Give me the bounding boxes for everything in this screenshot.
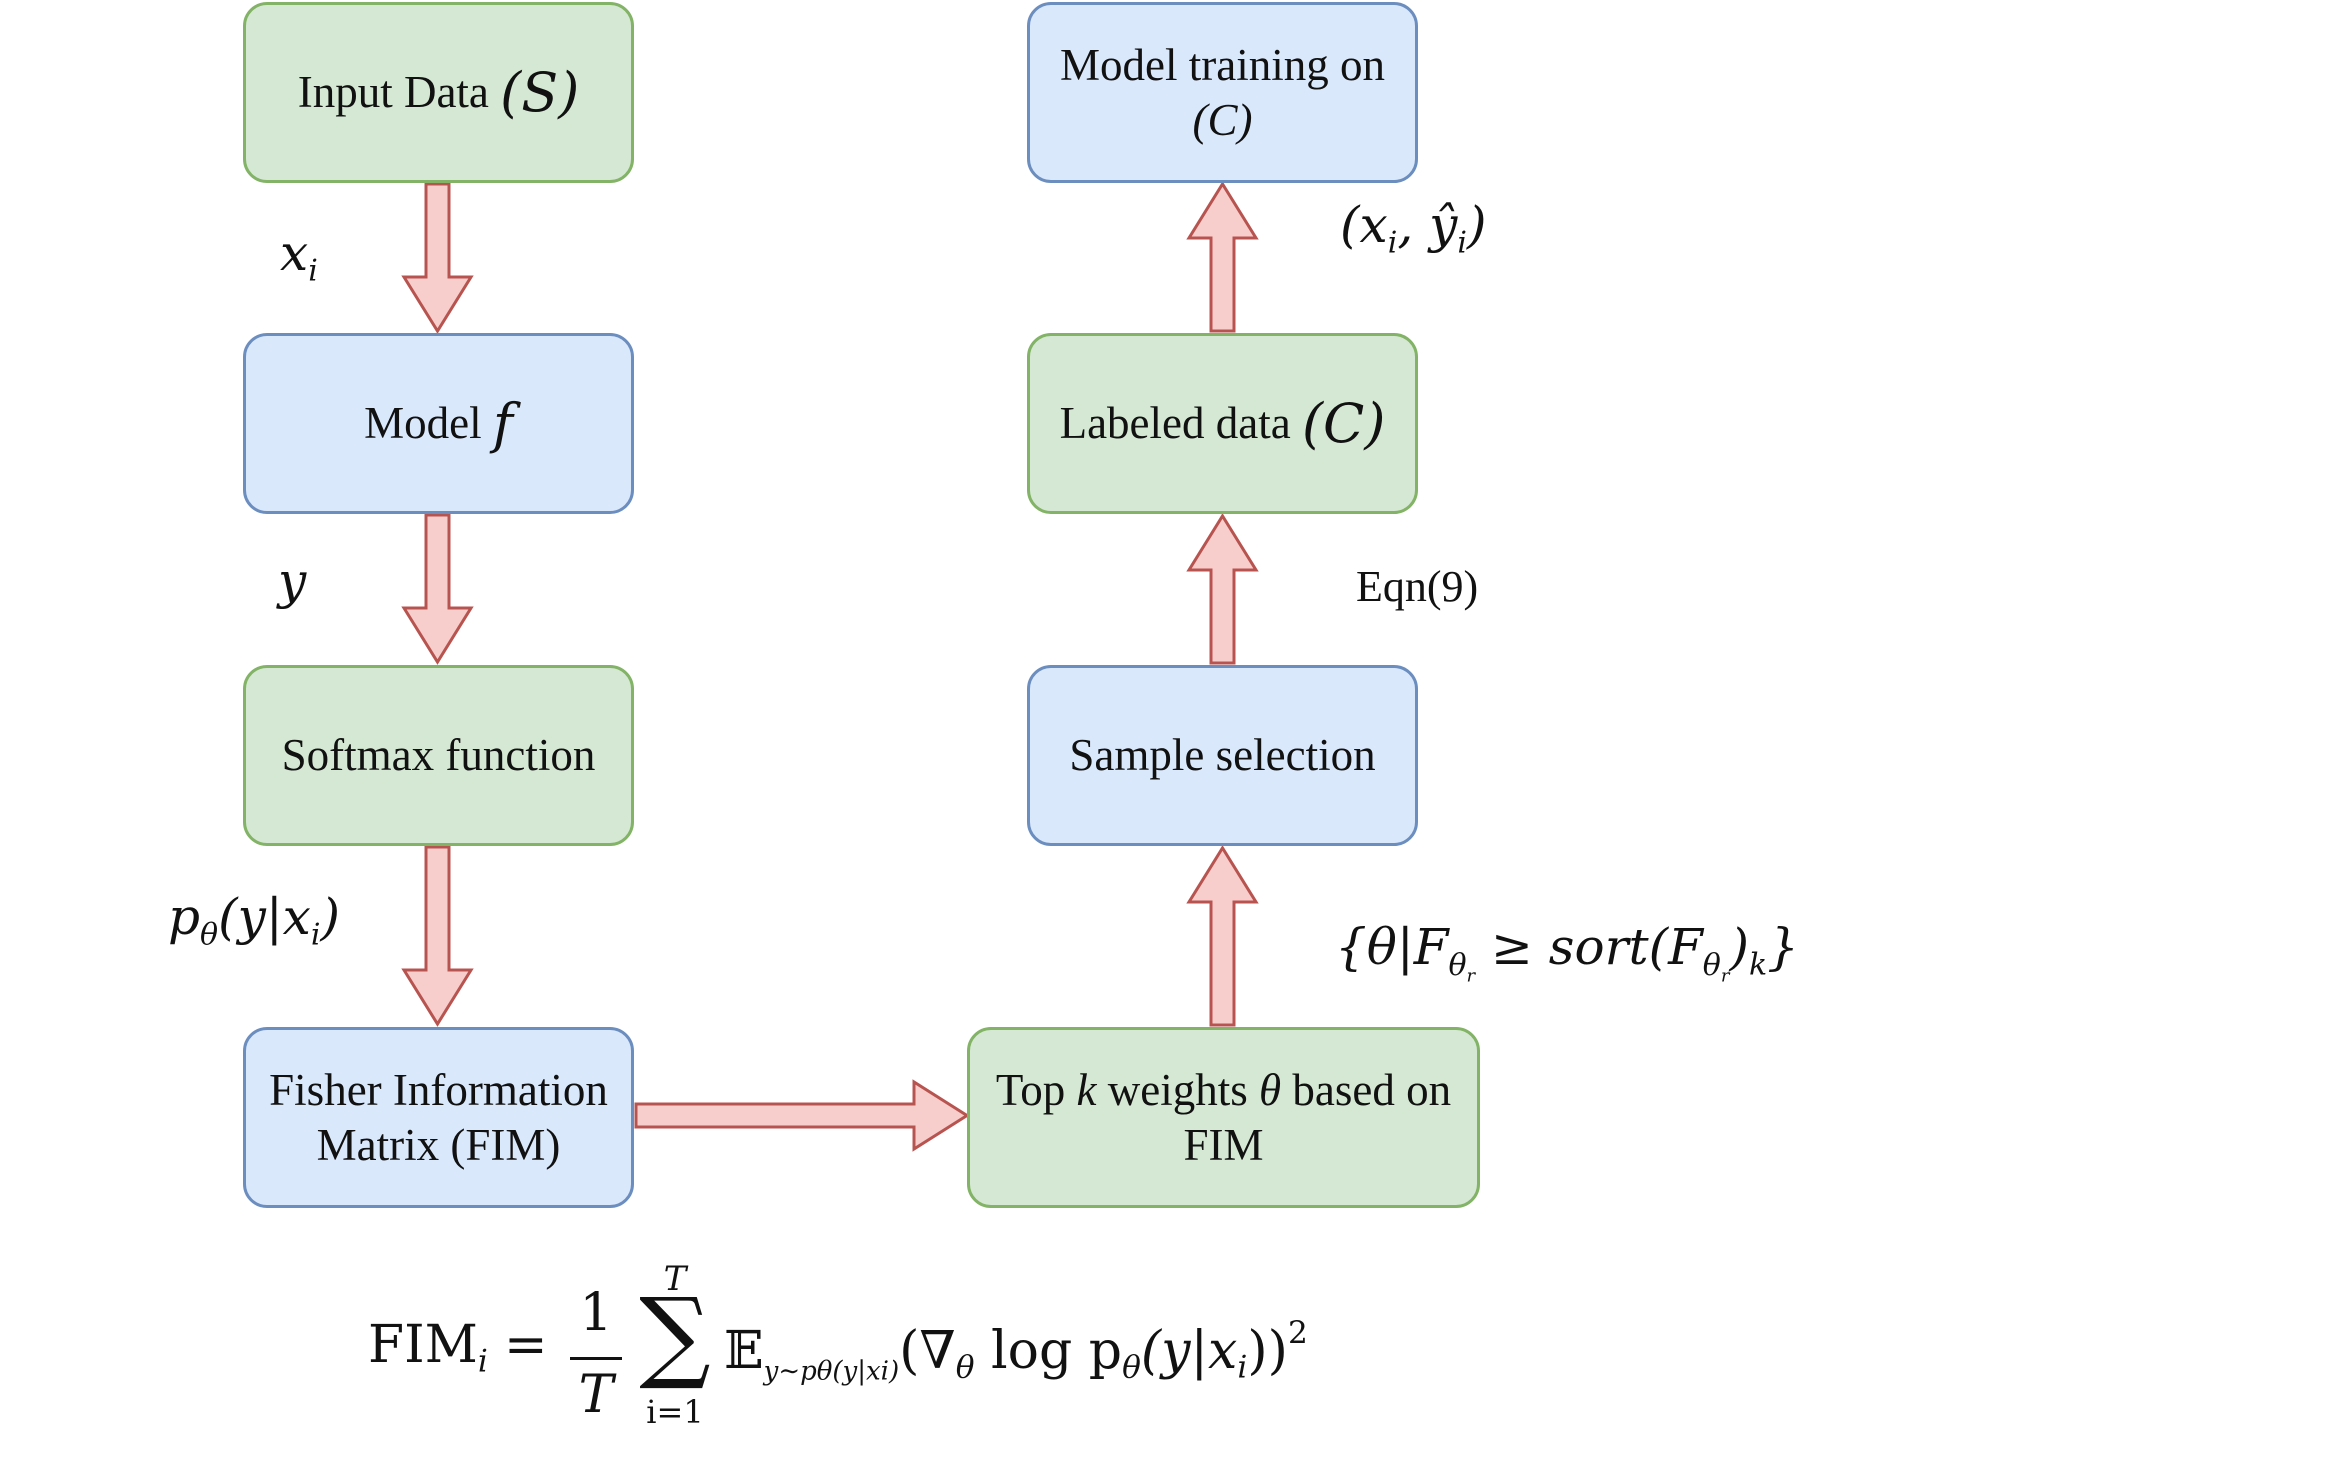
eq-lhs-text: FIM <box>368 1315 478 1375</box>
top-k-theta: θ <box>1259 1064 1282 1115</box>
top-k-k: k <box>1076 1064 1097 1115</box>
cond-closeparen: ) <box>1729 918 1749 976</box>
p-xsub: i <box>310 917 321 953</box>
eq-body-rest: log p <box>974 1320 1123 1381</box>
arrow-selection-to-labeled <box>1186 513 1259 665</box>
labeled-data-var: (C) <box>1301 391 1386 455</box>
arrow-topk-to-selection <box>1186 845 1259 1027</box>
xi-sub: i <box>308 253 318 289</box>
top-k-post: based on <box>1292 1064 1452 1115</box>
pair-ysub: i <box>1457 225 1467 261</box>
p-rest: (y|x <box>218 888 311 946</box>
pair-open: (x <box>1340 196 1388 254</box>
p-close: ) <box>320 888 341 946</box>
eq-frac-num: 1 <box>579 1283 613 1343</box>
model-var: f <box>492 391 513 455</box>
eqn9-text: Eqn(9) <box>1356 562 1479 611</box>
input-data-label: Input Data <box>297 67 489 118</box>
eq-frac-bar <box>570 1357 622 1360</box>
edge-label-sort-condition: {θ|Fθr ≥ sort(Fθr)k} <box>1335 922 1799 985</box>
arrow-fim-to-topk <box>634 1079 970 1152</box>
top-k-label-line1: Top k weights θ based on <box>996 1063 1451 1118</box>
cond-k: k <box>1748 947 1768 983</box>
fim-node: Fisher Information Matrix (FIM) <box>243 1027 634 1208</box>
arrow-model-to-softmax <box>401 513 474 665</box>
eq-sum-upper: T <box>663 1259 687 1299</box>
eq-body: 𝔼y∼pθ(y|xi)(∇θ log pθ(y|xi))2 <box>724 1315 1308 1387</box>
pair-yhat: , ŷ <box>1397 196 1458 254</box>
pair-xsub: i <box>1387 225 1398 261</box>
labeled-data-label: Labeled data <box>1059 398 1291 449</box>
pair-close: ) <box>1466 196 1487 254</box>
eq-lhs-sub: i <box>477 1343 488 1380</box>
cond-open: {θ|F <box>1335 918 1449 976</box>
cond-fsub: θ <box>1448 947 1467 983</box>
eq-sum-symbol: ∑ <box>639 1276 711 1393</box>
model-training-node: Model training on (C) <box>1027 2 1418 183</box>
eq-body-rest-sub: θ <box>1122 1349 1141 1386</box>
xi-base: x <box>280 224 309 282</box>
p-base: p <box>168 888 201 946</box>
eq-expect: 𝔼 <box>724 1320 764 1381</box>
cond-f2sub: θ <box>1702 947 1721 983</box>
eq-frac-den: T <box>578 1365 614 1425</box>
sample-selection-label: Sample selection <box>1069 730 1376 781</box>
edge-label-eqn9: Eqn(9) <box>1356 565 1478 609</box>
edge-label-p-theta: pθ(y|xi) <box>168 892 340 951</box>
eq-body-close: )) <box>1247 1320 1288 1381</box>
eq-expect-sub: y∼pθ(y|xi) <box>763 1356 900 1387</box>
arrow-input-to-model <box>401 182 474 334</box>
cond-fsubsub: r <box>1466 964 1476 986</box>
edge-label-xi-yhat: (xi, ŷi) <box>1340 200 1487 259</box>
eq-sum-lower: i=1 <box>646 1393 704 1431</box>
sample-selection-node: Sample selection <box>1027 665 1418 846</box>
top-k-weights-node: Top k weights θ based on FIM <box>967 1027 1480 1208</box>
top-k-mid: weights <box>1107 1064 1248 1115</box>
edge-label-xi: xi <box>280 228 318 287</box>
eq-body-sub: θ <box>955 1349 975 1386</box>
cond-f2subsub: r <box>1720 964 1730 986</box>
cond-brace: } <box>1767 918 1799 976</box>
input-data-node: Input Data (S) <box>243 2 634 183</box>
eq-lhs: FIMi <box>368 1315 488 1379</box>
eq-body-open: (∇ <box>899 1320 956 1381</box>
eq-equals: = <box>504 1315 548 1375</box>
model-label: Model <box>364 398 482 449</box>
eq-body-tail: (y|x <box>1140 1320 1238 1381</box>
eq-body-tail-sub: i <box>1237 1349 1248 1386</box>
arrow-labeled-to-training <box>1186 181 1259 333</box>
top-k-label-line2: FIM <box>1183 1119 1264 1170</box>
fim-label-line2: Matrix (FIM) <box>316 1119 561 1170</box>
edge-label-y: y <box>278 556 306 606</box>
arrow-softmax-to-fim <box>401 845 474 1027</box>
eq-power: 2 <box>1287 1315 1308 1351</box>
p-sub: θ <box>200 917 219 953</box>
model-training-line1: Model training on <box>1060 39 1385 90</box>
labeled-data-node: Labeled data (C) <box>1027 333 1418 514</box>
softmax-label: Softmax function <box>281 730 596 781</box>
cond-mid: ≥ sort(F <box>1475 918 1703 976</box>
top-k-pre: Top <box>995 1064 1066 1115</box>
input-data-var: (S) <box>500 60 580 124</box>
model-node: Model f <box>243 333 634 514</box>
model-training-line2: (C) <box>1192 94 1253 145</box>
fim-label-line1: Fisher Information <box>269 1064 608 1115</box>
softmax-node: Softmax function <box>243 665 634 846</box>
y-text: y <box>278 552 307 610</box>
